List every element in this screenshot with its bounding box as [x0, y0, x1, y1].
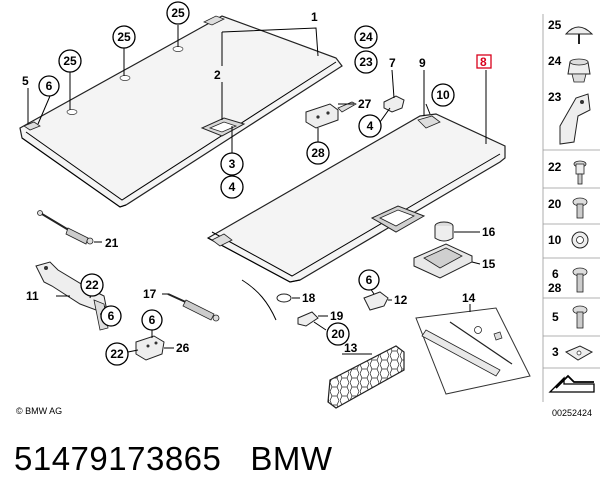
legend-item-22-bolt[interactable]: [573, 160, 587, 185]
callout-23[interactable]: 23: [354, 50, 378, 74]
part-label-17: 17: [143, 287, 157, 301]
luggage-net[interactable]: [327, 345, 405, 409]
part-label-5: 5: [22, 74, 29, 88]
footer-title: 51479173865 BMW: [14, 440, 333, 478]
legend-label-20: 20: [548, 197, 562, 211]
gas-strut-lower[interactable]: [167, 293, 220, 322]
grommet[interactable]: [434, 221, 454, 242]
cable-with-lamp[interactable]: [241, 279, 292, 321]
callout-10[interactable]: 10: [431, 83, 455, 107]
part-label-12: 12: [394, 293, 408, 307]
callout-25-left[interactable]: 25: [58, 49, 82, 73]
svg-text:25: 25: [117, 30, 131, 44]
legend-item-5-screw[interactable]: [572, 305, 588, 329]
brand-name: BMW: [250, 440, 333, 477]
legend-item-23-bracket[interactable]: [559, 93, 591, 145]
svg-text:4: 4: [367, 119, 374, 133]
legend-label-5: 5: [552, 310, 559, 324]
side-legend-column: [542, 14, 600, 402]
callout-25-mid[interactable]: 25: [112, 25, 136, 49]
part-label-2: 2: [214, 68, 221, 82]
luggage-cover-panel[interactable]: [206, 113, 506, 283]
part-label-26: 26: [176, 341, 190, 355]
legend-item-6-bolt[interactable]: [572, 267, 588, 293]
callout-4-hinge[interactable]: 4: [358, 114, 382, 138]
svg-text:6: 6: [149, 313, 156, 327]
luggage-floor-panel[interactable]: [19, 15, 343, 208]
part-label-21: 21: [105, 236, 119, 250]
callout-3[interactable]: 3: [220, 152, 244, 176]
arrow-icon: [548, 374, 595, 393]
svg-text:10: 10: [436, 88, 450, 102]
parts-diagram: 1 2 5 7 9 8 27 21 11 17 26 18 19 12 13 1…: [19, 1, 600, 409]
callout-22-arm[interactable]: 22: [80, 273, 104, 297]
part-label-11: 11: [26, 289, 39, 303]
callout-25-top[interactable]: 25: [166, 1, 190, 25]
part-label-7: 7: [389, 56, 396, 70]
callout-22-plate[interactable]: 22: [105, 342, 129, 366]
bracket-arm[interactable]: [35, 261, 109, 331]
legend-item-10-nut[interactable]: [571, 231, 589, 249]
legend-label-25: 25: [548, 18, 562, 32]
repair-kit-frame: [415, 307, 531, 395]
legend-label-22: 22: [548, 160, 562, 174]
svg-text:24: 24: [359, 30, 373, 44]
part-label-18: 18: [302, 291, 316, 305]
legend-label-24: 24: [548, 54, 562, 68]
copyright-text: © BMW AG: [16, 406, 63, 416]
callout-20[interactable]: 20: [326, 322, 350, 346]
legend-item-3-plate[interactable]: [564, 345, 594, 361]
svg-text:6: 6: [46, 79, 53, 93]
part-label-9: 9: [419, 56, 426, 70]
legend-label-23: 23: [548, 90, 562, 104]
legend-label-28: 28: [548, 281, 562, 295]
legend-label-10: 10: [548, 233, 562, 247]
diagram-number: 00252424: [552, 408, 593, 418]
part-label-1: 1: [311, 10, 318, 24]
svg-text:6: 6: [366, 273, 373, 287]
svg-text:20: 20: [331, 327, 345, 341]
callout-6-arm[interactable]: 6: [100, 305, 122, 327]
legend-label-6: 6: [552, 267, 559, 281]
part-label-27: 27: [358, 97, 372, 111]
callout-6-upper-left[interactable]: 6: [38, 75, 60, 97]
hook-part[interactable]: [383, 95, 405, 113]
svg-text:25: 25: [171, 6, 185, 20]
svg-text:23: 23: [359, 55, 373, 69]
part-label-8-highlight: [476, 54, 492, 69]
svg-text:22: 22: [110, 347, 124, 361]
legend-item-25-clip[interactable]: [564, 26, 594, 44]
part-label-14: 14: [462, 291, 476, 305]
part-number: 51479173865: [14, 440, 222, 477]
part-label-15: 15: [482, 257, 496, 271]
gas-strut-upper[interactable]: [37, 210, 94, 245]
svg-text:3: 3: [229, 157, 236, 171]
callout-4-upper[interactable]: 4: [220, 175, 244, 199]
legend-item-20-screw[interactable]: [572, 197, 588, 219]
callout-24[interactable]: 24: [354, 25, 378, 49]
legend-item-24-nut[interactable]: [567, 58, 591, 83]
svg-text:28: 28: [311, 146, 325, 160]
mounting-plate[interactable]: [135, 335, 165, 361]
clip-part[interactable]: [297, 311, 319, 327]
small-bracket[interactable]: [363, 291, 389, 311]
repair-kit[interactable]: [421, 321, 513, 377]
part-label-19: 19: [330, 309, 344, 323]
callout-28[interactable]: 28: [306, 141, 330, 165]
part-label-8: 8: [480, 55, 487, 69]
callout-6-plate[interactable]: 6: [141, 309, 163, 331]
hinge-bracket[interactable]: [305, 101, 357, 129]
svg-text:6: 6: [108, 309, 115, 323]
svg-text:22: 22: [85, 278, 99, 292]
part-label-16: 16: [482, 225, 496, 239]
legend-label-3: 3: [552, 345, 559, 359]
handle-tray[interactable]: [413, 243, 473, 279]
part-label-13: 13: [344, 341, 358, 355]
callout-6-bracket[interactable]: 6: [358, 269, 380, 291]
svg-text:25: 25: [63, 54, 77, 68]
svg-text:4: 4: [229, 180, 236, 194]
